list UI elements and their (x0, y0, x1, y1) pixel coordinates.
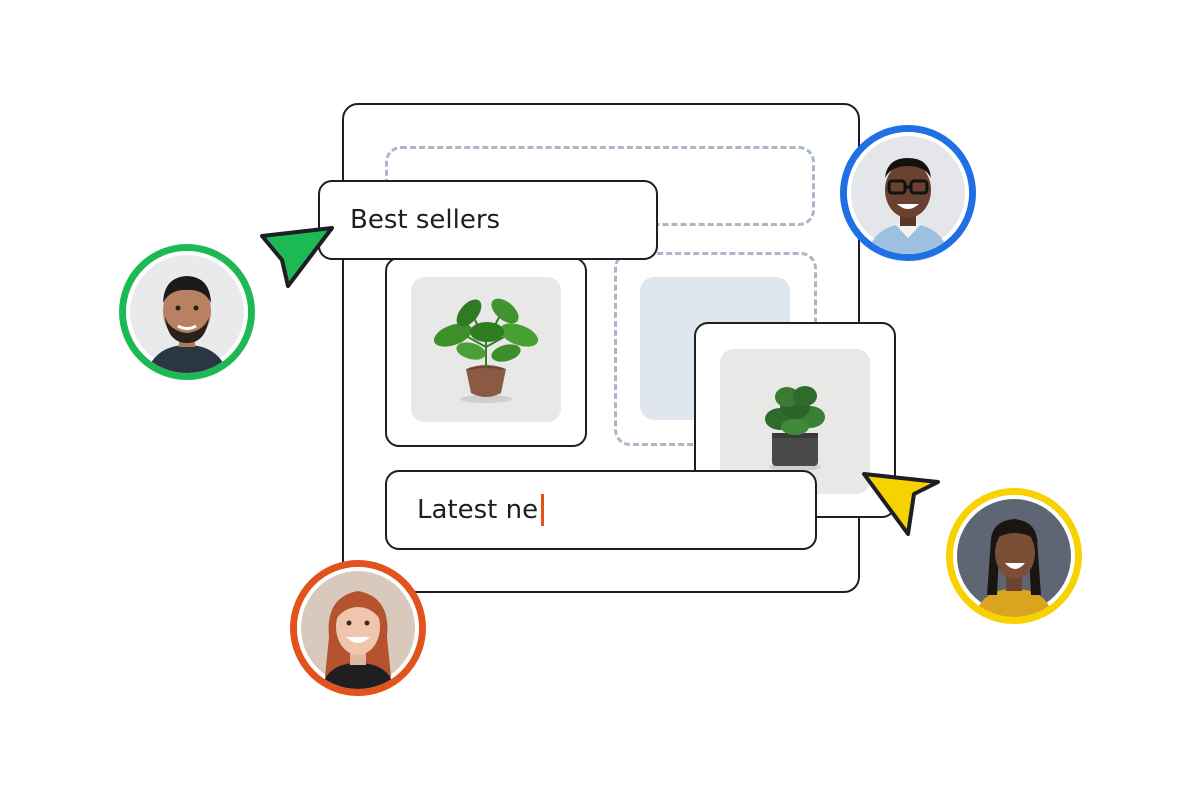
avatar-blue[interactable] (840, 125, 976, 261)
product-card-left[interactable] (385, 257, 587, 447)
text-caret (541, 494, 545, 526)
green-cursor (258, 222, 338, 290)
section-title-input[interactable]: Best sellers (318, 180, 658, 260)
yellow-cursor (860, 470, 942, 538)
avatar-yellow[interactable] (946, 488, 1082, 624)
avatar-green[interactable] (119, 244, 255, 380)
pointer-arrow-icon (862, 472, 940, 536)
avatar-red[interactable] (290, 560, 426, 696)
plant-photo (720, 349, 870, 494)
plant-photo (411, 277, 561, 422)
pointer-arrow-icon (260, 226, 334, 288)
section-input-value: Latest ne (417, 495, 539, 525)
section-title-text: Best sellers (350, 205, 501, 235)
section-text-input[interactable]: Latest ne (385, 470, 817, 550)
